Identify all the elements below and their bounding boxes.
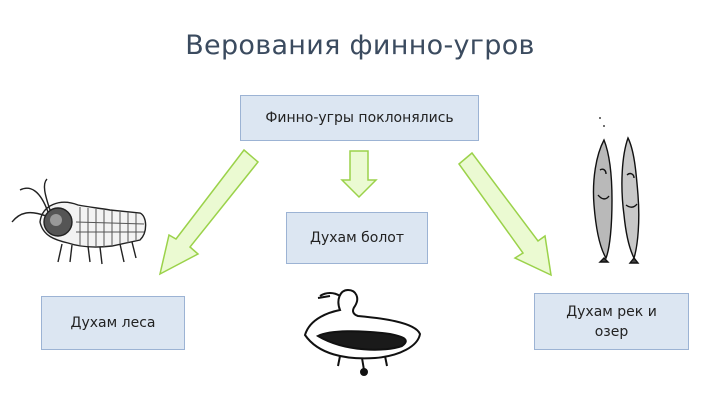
node-right-label-line2: озер (594, 323, 629, 340)
arrow-to-left (158, 148, 260, 276)
beetle-illustration (11, 178, 147, 265)
arrow-to-right (457, 151, 552, 277)
node-finno-ugrians-worshipped: Финно-угры поклонялись (240, 95, 479, 141)
slide-title: Верования финно-угров (185, 30, 535, 61)
node-river-lake-spirits: Духам рек и озер (534, 293, 689, 350)
duck-amulet-illustration (303, 288, 422, 376)
fish-amulets-illustration (592, 117, 640, 264)
node-right-label: Духам рек и озер (566, 302, 657, 342)
node-center-label: Духам болот (310, 230, 404, 246)
arrow-to-center (340, 150, 378, 199)
node-forest-spirits: Духам леса (41, 296, 185, 350)
node-swamp-spirits: Духам болот (286, 212, 428, 264)
node-left-label: Духам леса (70, 315, 156, 331)
node-right-label-line1: Духам рек и (566, 303, 657, 320)
node-top-label: Финно-угры поклонялись (265, 110, 454, 126)
